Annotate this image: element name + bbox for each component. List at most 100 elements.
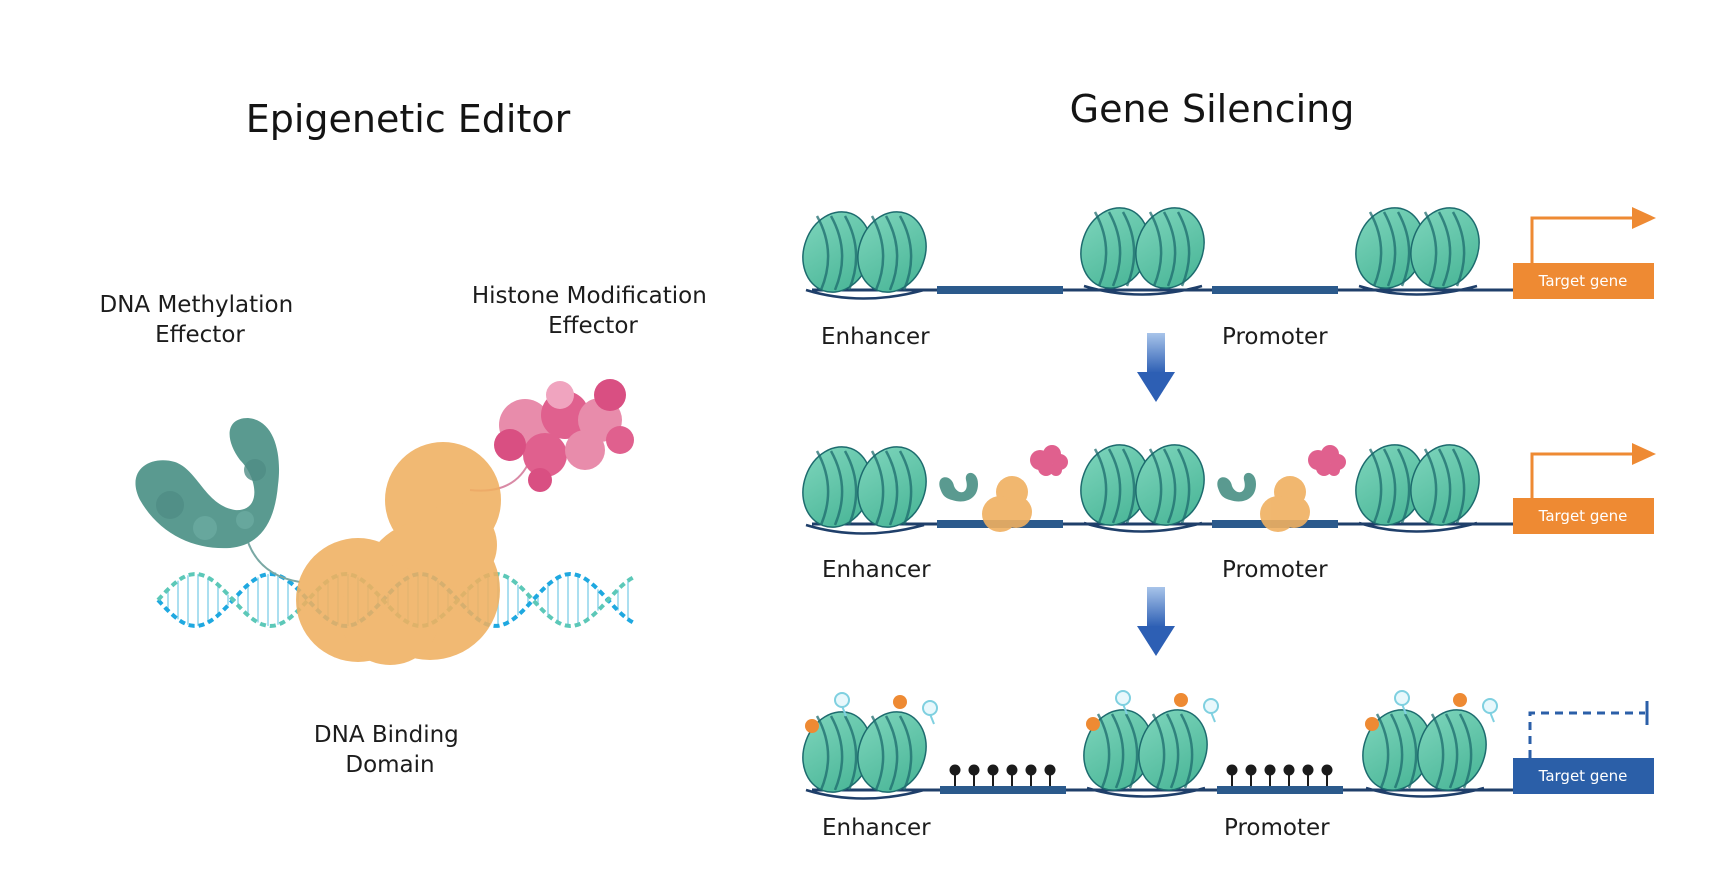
epigenetic-editor-at-promoter — [1217, 445, 1346, 532]
nucleosome-pair-gene-side — [1355, 444, 1480, 533]
dna-methylation-marks-promoter — [1226, 764, 1333, 786]
left-panel: Epigenetic Editor DNA Methylation Effect… — [99, 97, 714, 778]
methyl-mark — [922, 700, 938, 716]
mini-binding-domain — [982, 476, 1032, 532]
methyl-pin-head — [1044, 764, 1056, 776]
dna-wrap — [805, 288, 925, 300]
nucleosome-pair-middle — [1083, 709, 1208, 798]
mini-histone-effector — [1030, 445, 1068, 476]
histone-effector-protein — [494, 379, 634, 492]
histone-effector-label: Histone Modification Effector — [472, 283, 714, 339]
target-gene-label: Target gene — [1538, 272, 1628, 290]
enhancer-region — [940, 786, 1066, 794]
methyl-pin-head — [987, 764, 999, 776]
methyl-pin-head — [1302, 764, 1314, 776]
methyl-pin-head — [1025, 764, 1037, 776]
transcription-arrowhead — [1632, 443, 1656, 465]
mini-histone-effector — [1308, 445, 1346, 476]
right-panel: Gene Silencing Target gene Enhancer Prom… — [802, 87, 1656, 841]
nucleosome — [1410, 207, 1480, 289]
acetyl-mark — [1086, 717, 1100, 731]
nucleosome — [802, 711, 872, 793]
promoter-region — [1212, 286, 1338, 294]
methyl-pin-head — [1245, 764, 1257, 776]
nucleosome — [857, 446, 927, 528]
dna-wrap — [1086, 786, 1206, 798]
nucleosome — [857, 711, 927, 793]
methyl-pin-head — [949, 764, 961, 776]
nucleosome — [1135, 207, 1205, 289]
dna-binding-domain-label: DNA Binding Domain — [314, 722, 466, 778]
nucleosome — [802, 446, 872, 528]
dna-wrap — [1365, 786, 1485, 798]
acetyl-mark — [805, 719, 819, 733]
nucleosome-pair-enhancer-side — [802, 211, 927, 300]
nucleosome — [1080, 444, 1150, 526]
acetyl-mark — [1453, 693, 1467, 707]
methyl-mark — [1394, 690, 1410, 706]
nucleosome — [1417, 709, 1487, 791]
step-arrow-1 — [1137, 333, 1175, 402]
promoter-label: Promoter — [1222, 324, 1328, 350]
methyl-pin-head — [1283, 764, 1295, 776]
nucleosome — [1355, 207, 1425, 289]
target-gene-box — [1513, 263, 1654, 299]
dna-wrap — [805, 788, 925, 800]
right-panel-title: Gene Silencing — [1070, 87, 1355, 131]
enhancer-region — [937, 286, 1063, 294]
left-panel-title: Epigenetic Editor — [246, 97, 571, 141]
promoter-region — [1217, 786, 1343, 794]
nucleosome-pair-enhancer-side — [802, 446, 927, 535]
target-gene-box — [1513, 498, 1654, 534]
dna-wrap — [1083, 284, 1203, 296]
nucleosome — [1138, 709, 1208, 791]
methylation-effector-protein — [135, 418, 280, 549]
mini-binding-domain — [1260, 476, 1310, 532]
transcription-start-arrow — [1530, 452, 1640, 498]
epigenetic-editor-at-enhancer — [939, 445, 1068, 532]
methyl-pin-head — [1264, 764, 1276, 776]
methyl-mark — [1115, 690, 1131, 706]
nucleosome — [1135, 444, 1205, 526]
row-silenced: Target gene Enhancer Promoter — [802, 690, 1654, 841]
methyl-mark — [1203, 698, 1219, 714]
dna-methylation-marks-enhancer — [949, 764, 1056, 786]
row-editor-bound: Target gene Enhancer Promoter — [802, 443, 1656, 583]
row-active: Target gene Enhancer Promoter — [802, 207, 1656, 350]
transcription-start-arrow — [1530, 216, 1640, 263]
nucleosome — [1362, 709, 1432, 791]
nucleosome-pair-middle — [1080, 207, 1205, 296]
dna-wrap — [1083, 521, 1203, 533]
promoter-label: Promoter — [1224, 815, 1330, 841]
histone-marks — [1365, 690, 1498, 731]
nucleosome-pair-gene-side — [1362, 709, 1487, 798]
promoter-label: Promoter — [1222, 557, 1328, 583]
target-gene-label: Target gene — [1538, 767, 1628, 785]
nucleosome — [1410, 444, 1480, 526]
enhancer-label: Enhancer — [822, 557, 931, 583]
nucleosome-pair-middle — [1080, 444, 1205, 533]
mini-methylation-effector — [939, 472, 978, 502]
methyl-mark — [834, 692, 850, 708]
nucleosome-pair-gene-side — [1355, 207, 1480, 296]
blocked-transcription-arrow — [1528, 711, 1645, 758]
methyl-pin-head — [1226, 764, 1238, 776]
enhancer-label: Enhancer — [821, 324, 930, 350]
nucleosome-pair-enhancer-side — [802, 711, 927, 800]
methyl-pin-head — [968, 764, 980, 776]
acetyl-mark — [1365, 717, 1379, 731]
dna-wrap — [1358, 521, 1478, 533]
target-gene-label: Target gene — [1538, 507, 1628, 525]
step-arrow-2 — [1137, 587, 1175, 656]
methyl-pin-head — [1006, 764, 1018, 776]
methyl-pin-head — [1321, 764, 1333, 776]
methylation-effector-label: DNA Methylation Effector — [99, 292, 300, 348]
dna-binding-domain-blob — [296, 442, 501, 665]
transcription-arrowhead — [1632, 207, 1656, 229]
acetyl-mark — [893, 695, 907, 709]
nucleosome — [802, 211, 872, 293]
nucleosome — [1355, 444, 1425, 526]
dna-wrap — [805, 523, 925, 535]
dna-wrap — [1358, 284, 1478, 296]
